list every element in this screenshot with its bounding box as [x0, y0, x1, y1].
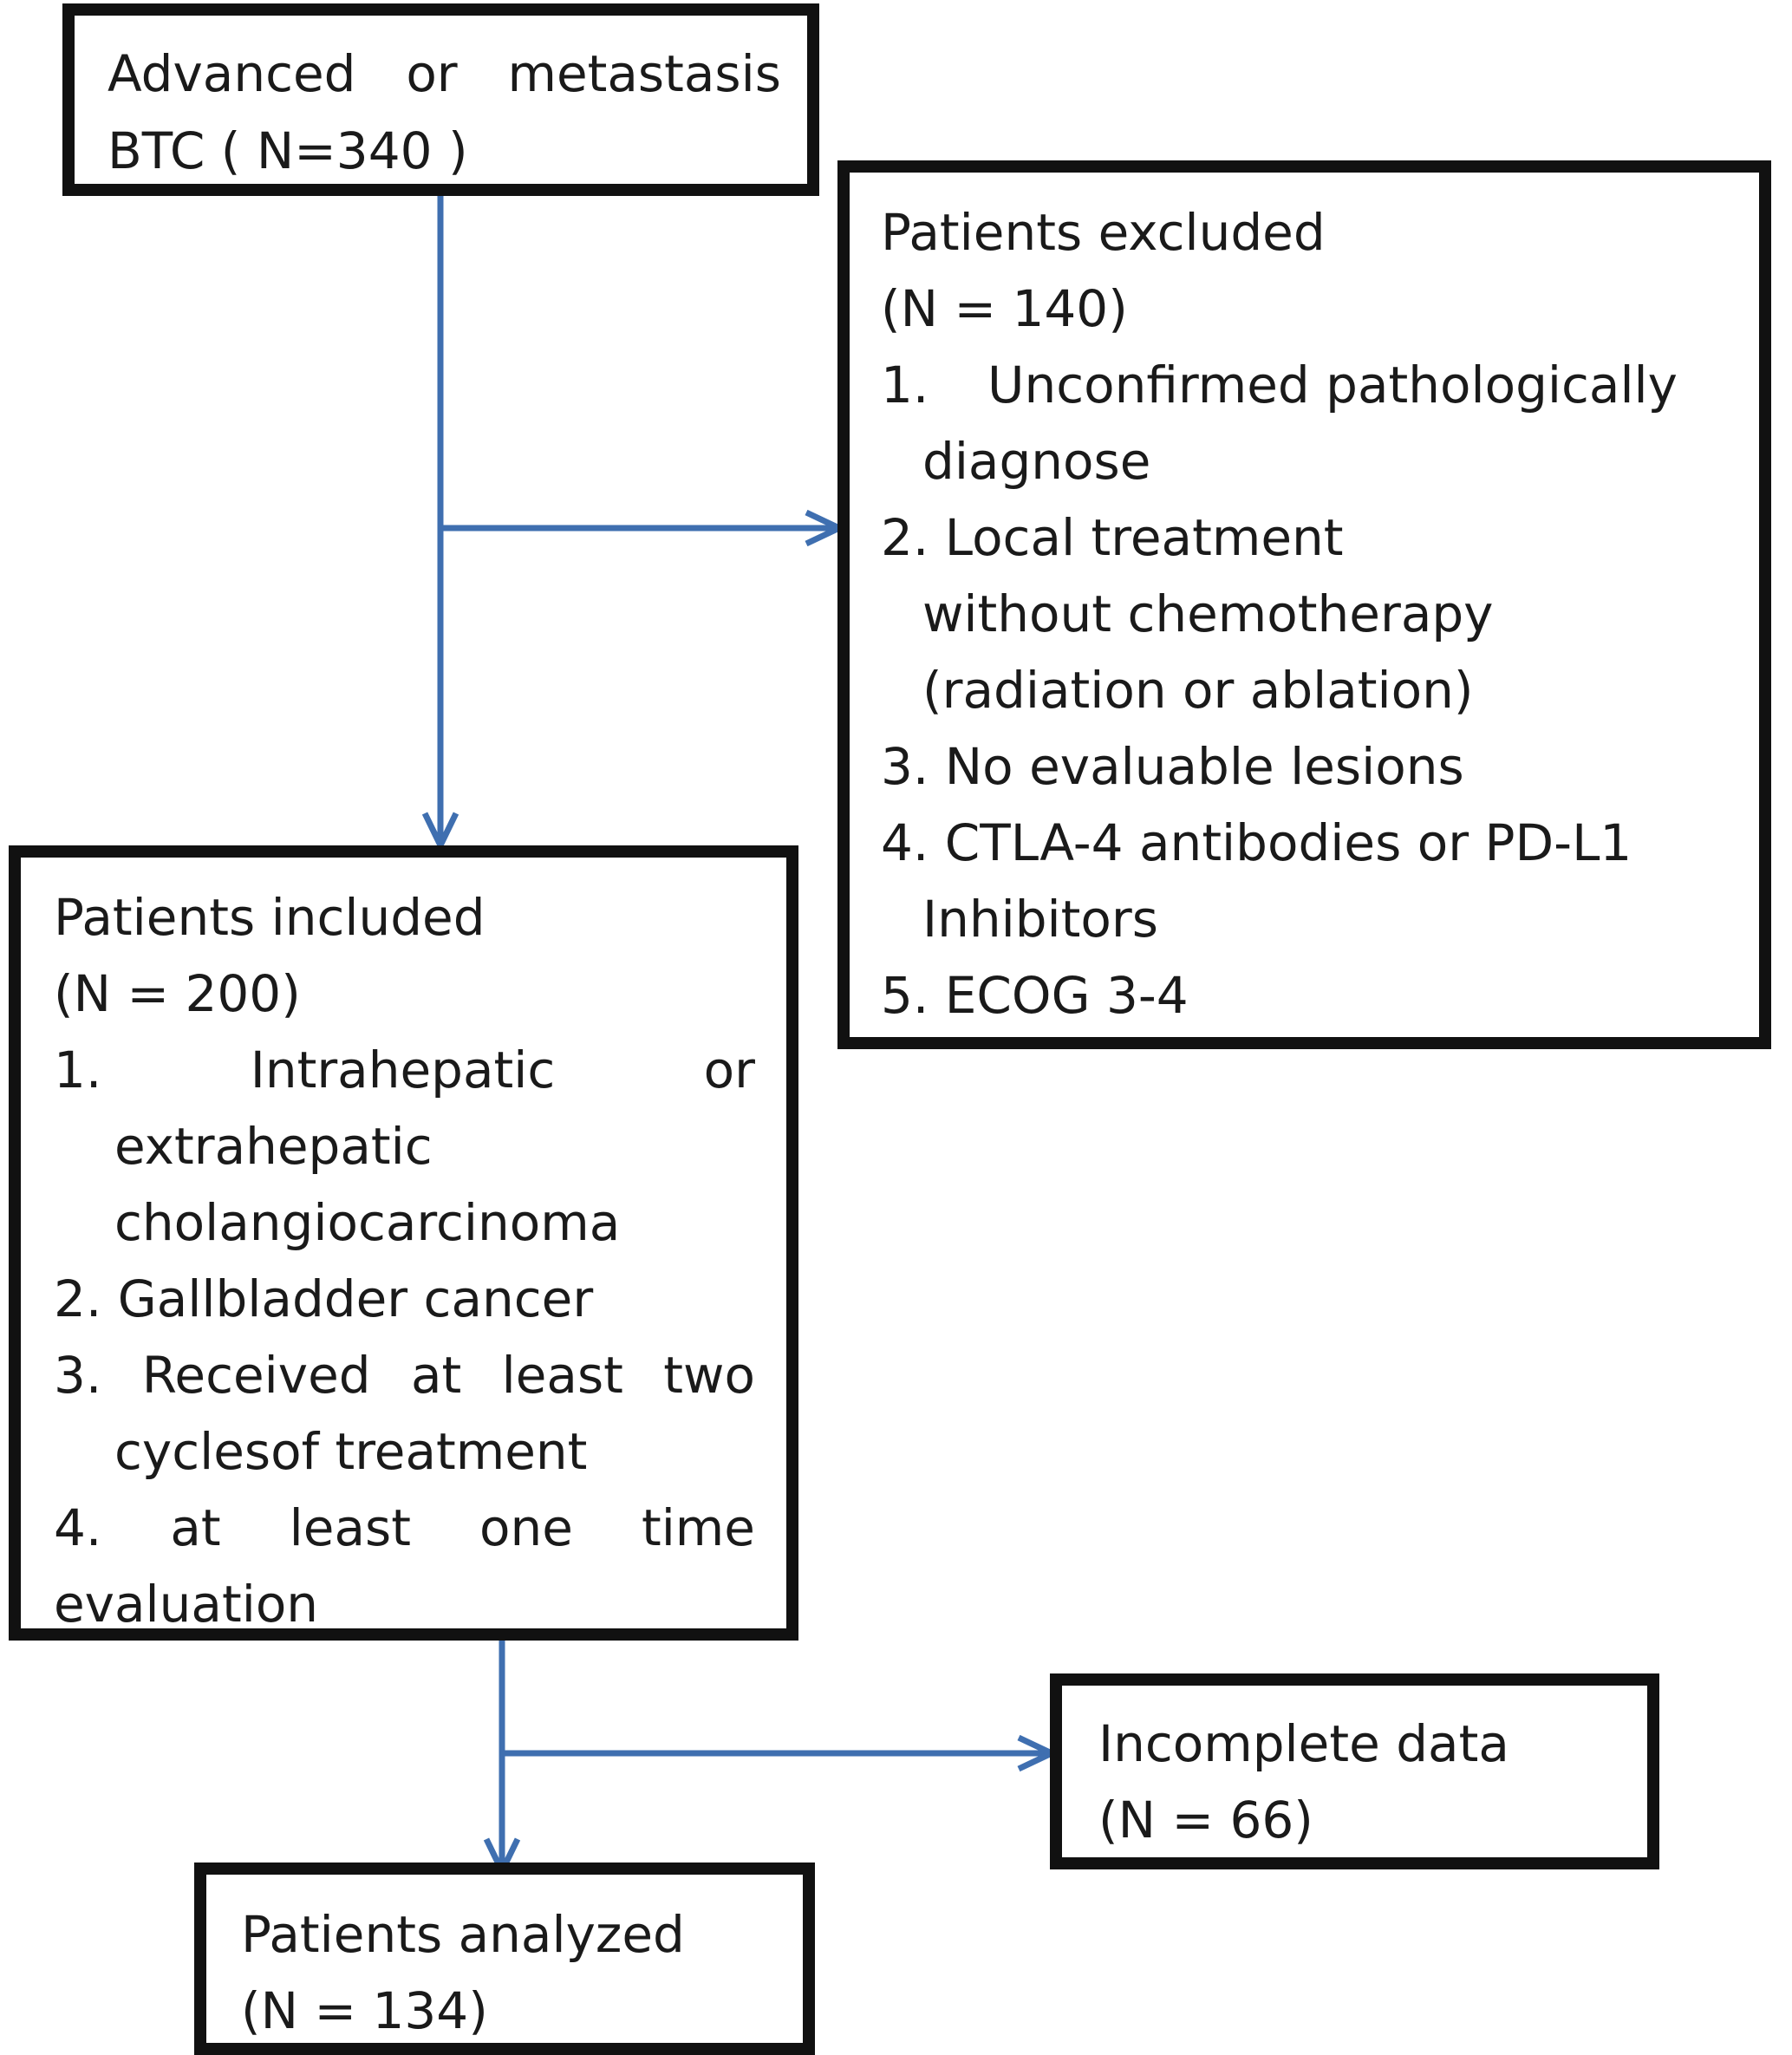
analyzed-title: Patients analyzed [241, 1905, 685, 1964]
analyzed-count: (N = 134) [241, 1981, 488, 2040]
excluded-title: Patients excluded [881, 203, 1326, 262]
start-word: metastasis [507, 44, 781, 103]
included-word: Intrahepatic [250, 1041, 556, 1099]
included-word: 4. [54, 1498, 102, 1557]
included-item-1-cont-1: extrahepatic [114, 1117, 433, 1176]
included-word: time [641, 1498, 755, 1557]
included-item-2: 2. Gallbladder cancer [54, 1269, 594, 1328]
excluded-item-2-cont-2: (radiation or ablation) [922, 661, 1474, 720]
excluded-item-4: 4. CTLA-4 antibodies or PD-L1 [881, 813, 1632, 872]
included-item-4-cont: evaluation [54, 1575, 319, 1634]
incomplete-title: Incomplete data [1098, 1714, 1509, 1773]
included-item-3-cont: cyclesof treatment [114, 1422, 588, 1481]
included-word: two [663, 1346, 755, 1405]
included-word: at [410, 1346, 462, 1405]
excluded-item-4-cont: Inhibitors [922, 890, 1158, 949]
incomplete-count: (N = 66) [1098, 1791, 1313, 1850]
included-title: Patients included [54, 888, 485, 947]
start-box: Advanced or metastasis BTC ( N=340 ) [62, 3, 819, 196]
start-line-2: BTC ( N=340 ) [108, 121, 468, 180]
excluded-count: (N = 140) [881, 279, 1128, 338]
included-word: one [479, 1498, 573, 1557]
excluded-box: Patients excluded (N = 140) 1. Unconfirm… [837, 160, 1771, 1049]
excluded-item-1-cont: diagnose [922, 432, 1151, 491]
excluded-item-5: 5. ECOG 3-4 [881, 966, 1189, 1025]
start-word: Advanced [108, 44, 356, 103]
included-word: 3. [54, 1346, 102, 1405]
included-word: Received [141, 1346, 371, 1405]
included-box: Patients included (N = 200) 1. Intrahepa… [9, 845, 798, 1641]
included-word: at [170, 1498, 221, 1557]
included-item-1: 1. Intrahepatic or [54, 1045, 755, 1095]
start-line-1: Advanced or metastasis [108, 49, 781, 99]
incomplete-box: Incomplete data (N = 66) [1050, 1673, 1659, 1869]
excluded-item-1-text: Unconfirmed pathologically [987, 356, 1678, 414]
excluded-item-1: 1. Unconfirmed pathologically [881, 360, 1759, 410]
included-word: least [289, 1498, 411, 1557]
excluded-item-1-number: 1. [881, 356, 929, 414]
excluded-item-2: 2. Local treatment [881, 508, 1344, 567]
included-word: least [501, 1346, 623, 1405]
excluded-item-3: 3. No evaluable lesions [881, 737, 1464, 796]
analyzed-box: Patients analyzed (N = 134) [194, 1863, 815, 2055]
included-item-4: 4. at least one time [54, 1503, 755, 1553]
start-word: or [406, 44, 458, 103]
included-word: 1. [54, 1041, 102, 1099]
included-item-1-cont-2: cholangiocarcinoma [114, 1193, 621, 1252]
included-item-3: 3. Received at least two [54, 1350, 755, 1400]
excluded-item-2-cont-1: without chemotherapy [922, 584, 1494, 643]
included-count: (N = 200) [54, 964, 301, 1023]
included-word: or [703, 1041, 755, 1099]
